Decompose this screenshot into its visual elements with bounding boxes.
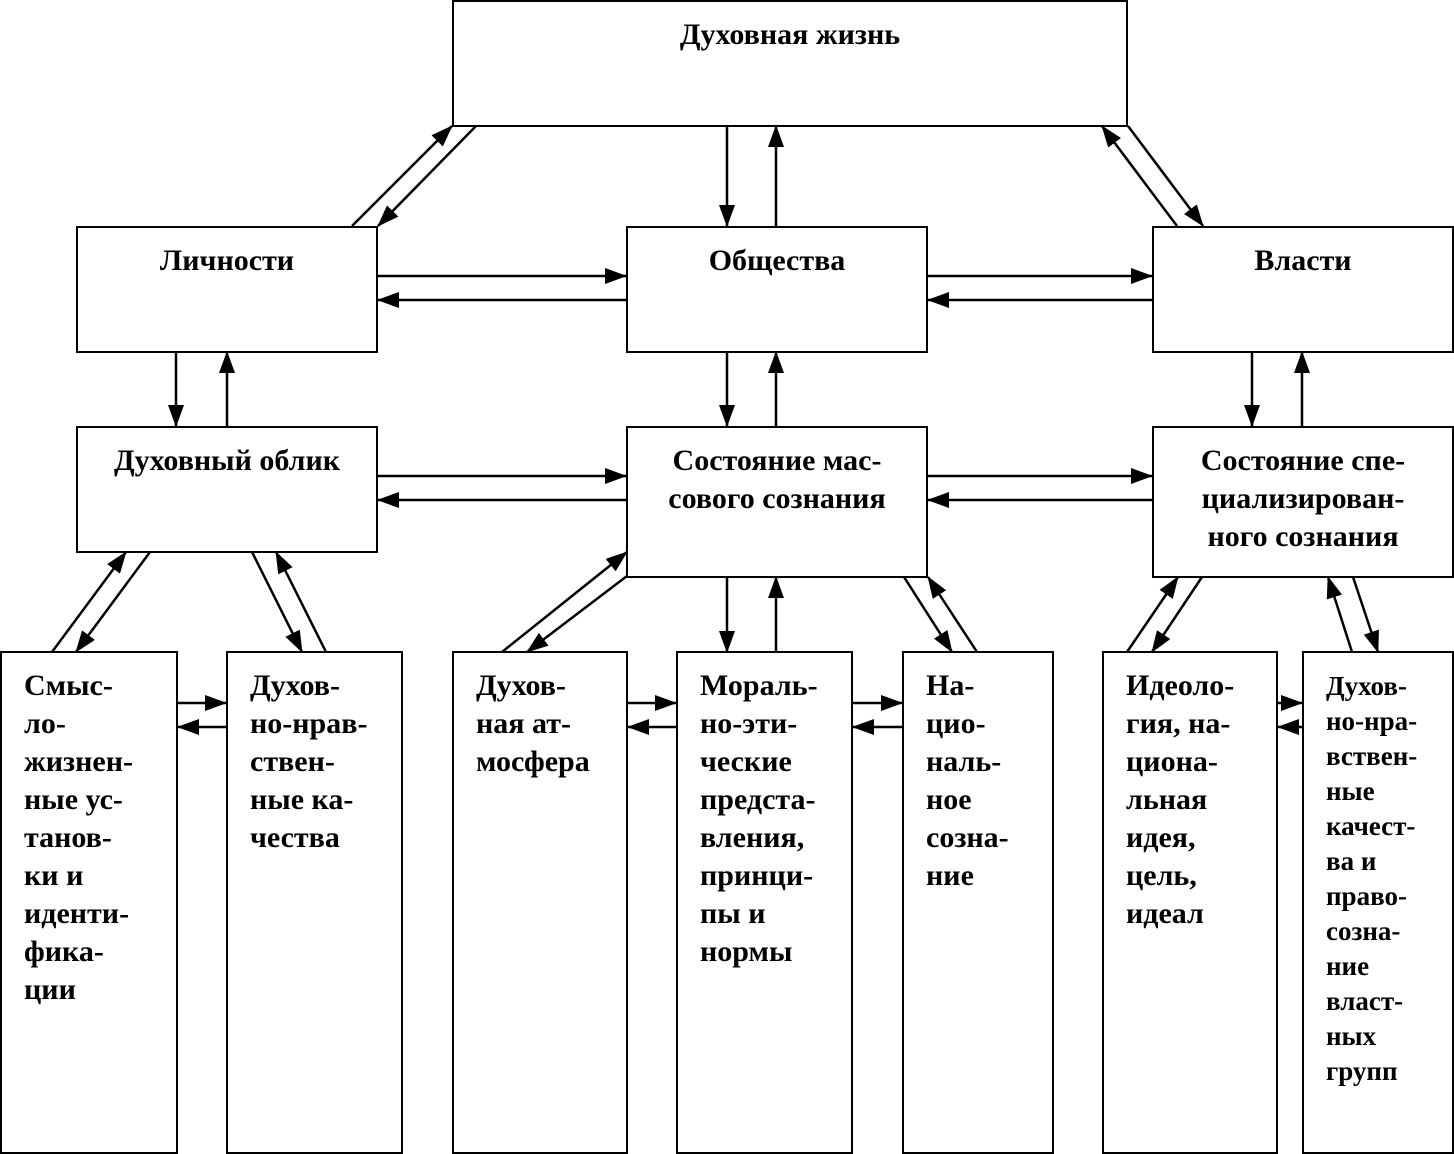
node-personality: Личности [76,226,378,353]
arrow-groups-to-specialized [1326,576,1354,653]
node-power-groups: Духов- но-нра- вствен- ные качест- ва и … [1302,651,1454,1154]
arrow-mass-to-atmosphere [526,575,628,653]
node-ethics-label: Мораль- но-эти- ческие предста- вления, … [700,669,818,968]
node-mass-consciousness-label: Состояние мас- сового сознания [668,444,886,515]
arrow-atmosphere-to-mass [501,551,628,653]
node-moral-qualities-label: Духов- но-нрав- ствен- ные ка- чества [250,669,368,854]
node-ethics: Мораль- но-эти- ческие предста- вления, … [676,651,853,1154]
node-ideology-label: Идеоло- гия, на- циона- льная идея, цель… [1126,669,1235,930]
node-power-label: Власти [1254,244,1352,277]
arrow-mass-to-national [902,576,954,653]
node-mass-consciousness: Состояние мас- сового сознания [626,426,928,578]
node-power-groups-label: Духов- но-нра- вствен- ные качест- ва и … [1326,671,1418,1086]
arrow-life-to-personality [377,125,477,227]
node-life-attitudes-label: Смыс- ло- жизнен- ные ус- танов- ки и ид… [24,669,133,1006]
node-spiritual-image: Духовный облик [76,426,378,553]
node-atmosphere: Духов- ная ат- мосфера [452,651,628,1154]
arrow-specialized-to-groups [1351,576,1380,653]
node-moral-qualities: Духов- но-нрав- ствен- ные ка- чества [226,651,403,1154]
node-spiritual-life-label: Духовная жизнь [679,18,901,51]
node-life-attitudes: Смыс- ло- жизнен- ные ус- танов- ки и ид… [0,651,178,1154]
arrow-personality-to-life [351,125,453,227]
arrow-national-to-mass [926,576,979,653]
node-society-label: Общества [708,244,846,277]
node-personality-label: Личности [159,244,295,277]
arrow-specialized-to-ideology [1150,576,1204,653]
node-power: Власти [1152,226,1454,353]
arrow-qualities-to-image [274,551,328,653]
arrow-image-to-qualities [250,551,304,653]
node-specialized-consciousness: Состояние спе- циализирован- ного сознан… [1152,426,1454,578]
node-national-consciousness: На- цио- наль- ное созна- ние [902,651,1054,1154]
arrow-attitudes-to-image [50,551,128,653]
node-national-consciousness-label: На- цио- наль- ное созна- ние [926,669,1009,892]
arrow-image-to-attitudes [74,551,152,653]
arrow-life-to-power [1127,125,1204,227]
node-society: Общества [626,226,928,353]
arrow-ideology-to-specialized [1125,576,1180,653]
arrow-power-to-life [1101,125,1178,227]
node-ideology: Идеоло- гия, на- циона- льная идея, цель… [1102,651,1278,1154]
node-spiritual-image-label: Духовный облик [113,444,341,477]
node-spiritual-life: Духовная жизнь [452,0,1128,127]
node-atmosphere-label: Духов- ная ат- мосфера [476,669,590,778]
node-specialized-consciousness-label: Состояние спе- циализирован- ного сознан… [1200,444,1406,553]
